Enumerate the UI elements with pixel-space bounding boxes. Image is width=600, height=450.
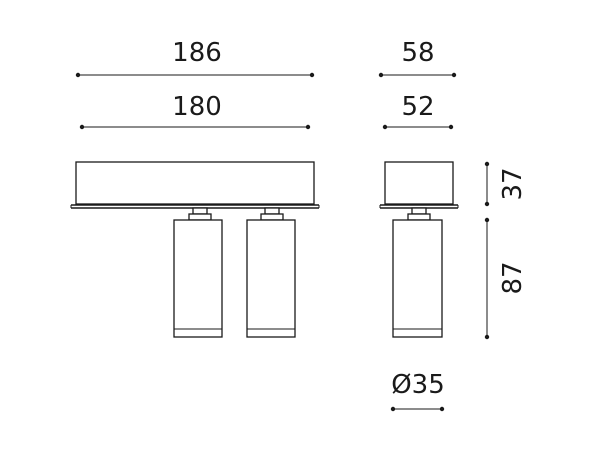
side-outer-width-label: 58 (401, 38, 434, 68)
front-outer-dimension: 186 (75, 38, 315, 78)
side-outer-dimension: 58 (378, 38, 457, 78)
front-view (70, 161, 320, 338)
front-left-spot (173, 207, 223, 338)
side-spot (392, 207, 443, 338)
front-housing (75, 161, 315, 205)
housing-height-label: 37 (498, 167, 528, 200)
front-inner-dimension: 180 (79, 92, 311, 130)
front-outer-width-label: 186 (172, 38, 222, 68)
spot-height-dimension: 87 (484, 217, 528, 340)
side-housing (384, 161, 454, 205)
spot-diameter-dimension: Ø35 (390, 370, 445, 412)
side-inner-dimension: 52 (382, 92, 454, 130)
spot-height-label: 87 (498, 261, 528, 294)
front-right-spot (246, 207, 296, 338)
side-view (379, 161, 459, 338)
housing-height-dimension: 37 (484, 161, 528, 207)
front-inner-width-label: 180 (172, 92, 222, 122)
spot-diameter-label: Ø35 (391, 370, 445, 400)
side-inner-width-label: 52 (401, 92, 434, 122)
